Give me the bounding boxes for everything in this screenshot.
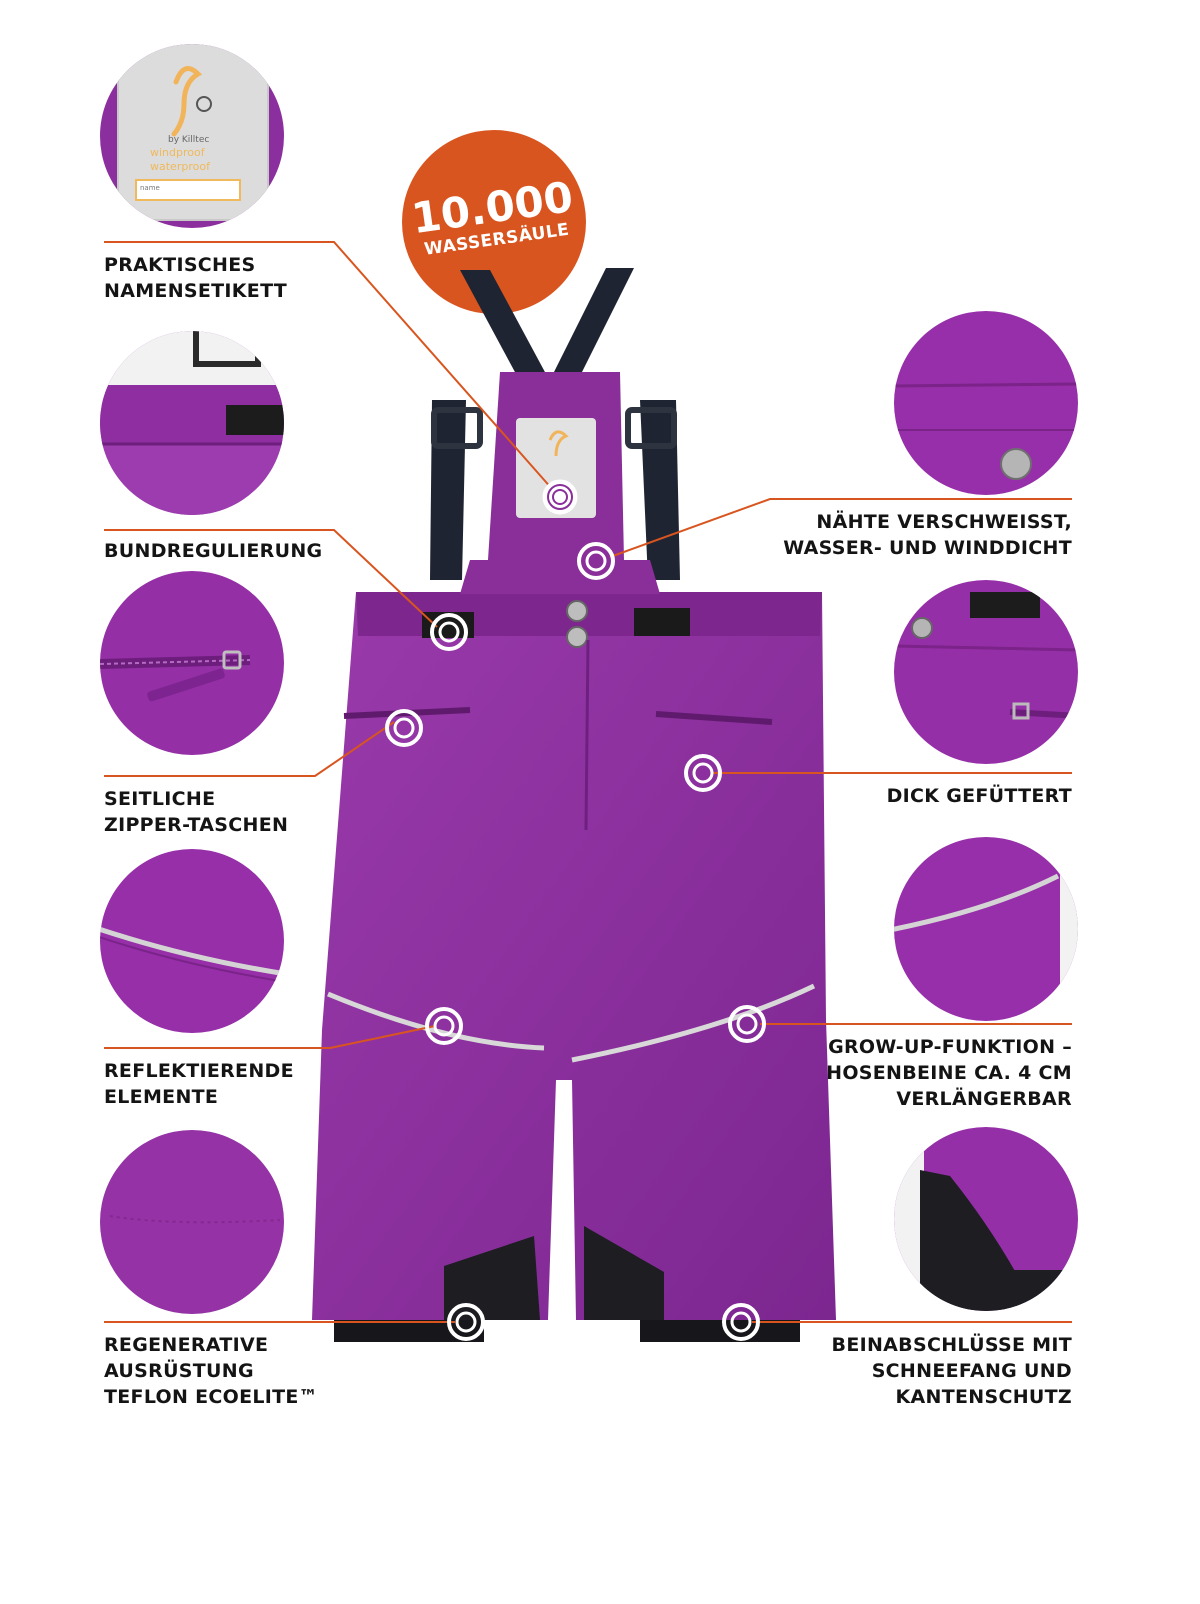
- detail-circle-thick-lining: [894, 580, 1078, 764]
- feature-line: ELEMENTE: [104, 1086, 219, 1108]
- feature-label-name-tag: PRAKTISCHES NAMENSETIKETT: [104, 252, 287, 304]
- snap-button-top: [566, 600, 588, 622]
- feature-line: AUSRÜSTUNG: [104, 1360, 254, 1382]
- leader-lines: [104, 241, 1072, 1323]
- feature-line: HOSENBEINE CA. 4 CM: [826, 1062, 1072, 1084]
- feature-label-teflon: REGENERATIVE AUSRÜSTUNG TEFLON ECOELITE™: [104, 1332, 318, 1410]
- label-line-2: waterproof: [150, 160, 211, 173]
- label-line-1: windproof: [150, 146, 206, 159]
- detail-circle-zipper-pocket: [100, 571, 284, 755]
- feature-line: WASSER- UND WINDDICHT: [783, 537, 1072, 559]
- feature-line: VERLÄNGERBAR: [896, 1088, 1072, 1110]
- hotspot-welded-seams[interactable]: [577, 542, 615, 580]
- water-column-badge: [402, 130, 586, 314]
- feature-label-thick-lining: DICK GEFÜTTERT: [887, 783, 1072, 809]
- feature-label-welded-seams: NÄHTE VERSCHWEISST, WASSER- UND WINDDICH…: [783, 509, 1072, 561]
- hotspot-waist-adjustment[interactable]: [430, 613, 468, 651]
- feature-line: PRAKTISCHES: [104, 254, 256, 276]
- feature-label-zipper-pockets: SEITLICHE ZIPPER-TASCHEN: [104, 786, 288, 838]
- feature-line: SEITLICHE: [104, 788, 216, 810]
- feature-line: DICK GEFÜTTERT: [886, 785, 1072, 807]
- hotspot-teflon[interactable]: [447, 1303, 485, 1341]
- feature-line: SCHNEEFANG UND: [871, 1360, 1072, 1382]
- feature-line: KANTENSCHUTZ: [895, 1386, 1072, 1408]
- feature-label-snow-gaiter: BEINABSCHLÜSSE MIT SCHNEEFANG UND KANTEN…: [832, 1332, 1072, 1410]
- hotspot-reflective[interactable]: [425, 1007, 463, 1045]
- detail-circle-grow-up: [894, 837, 1078, 1021]
- hotspot-snow-gaiter[interactable]: [722, 1303, 760, 1341]
- feature-label-waist: BUNDREGULIERUNG: [104, 538, 322, 564]
- feature-label-grow-up: GROW-UP-FUNKTION – HOSENBEINE CA. 4 CM V…: [826, 1034, 1072, 1112]
- feature-line: NAMENSETIKETT: [104, 280, 288, 302]
- hotspot-thick-lining[interactable]: [684, 754, 722, 792]
- feature-line: REFLEKTIERENDE: [104, 1060, 294, 1082]
- detail-circle-welded-seams: [894, 311, 1078, 495]
- feature-line: BUNDREGULIERUNG: [104, 540, 323, 562]
- label-brand-text: by Killtec: [168, 135, 209, 145]
- feature-label-reflective: REFLEKTIERENDE ELEMENTE: [104, 1058, 294, 1110]
- feature-line: BEINABSCHLÜSSE MIT: [831, 1334, 1072, 1356]
- detail-circle-reflective: [100, 849, 284, 1033]
- detail-circle-waist-adjustment: [100, 331, 284, 515]
- hotspots: [385, 479, 766, 1341]
- label-name-field: name: [140, 184, 160, 192]
- detail-circle-snow-gaiter: [894, 1127, 1078, 1311]
- feature-line: ZIPPER-TASCHEN: [104, 814, 289, 836]
- feature-line: GROW-UP-FUNKTION –: [828, 1036, 1072, 1058]
- snow-pants: [312, 372, 836, 1342]
- feature-line: NÄHTE VERSCHWEISST,: [816, 511, 1072, 533]
- hotspot-zipper-pocket[interactable]: [385, 709, 423, 747]
- feature-line: REGENERATIVE: [104, 1334, 269, 1356]
- water-column-badge-text: 10.000 WASSERSÄULE: [392, 118, 595, 321]
- right-buckle: [625, 407, 677, 449]
- feature-line: TEFLON ECOELITE™: [104, 1386, 318, 1408]
- hotspot-grow-up[interactable]: [728, 1005, 766, 1043]
- detail-circle-teflon-fabric: [100, 1130, 284, 1314]
- detail-circle-name-label: by Killtec windproof waterproof name: [100, 44, 284, 228]
- hotspot-name-label[interactable]: [542, 479, 578, 515]
- suspenders: [430, 268, 680, 580]
- snap-button-bottom: [566, 626, 588, 648]
- left-buckle: [431, 407, 483, 449]
